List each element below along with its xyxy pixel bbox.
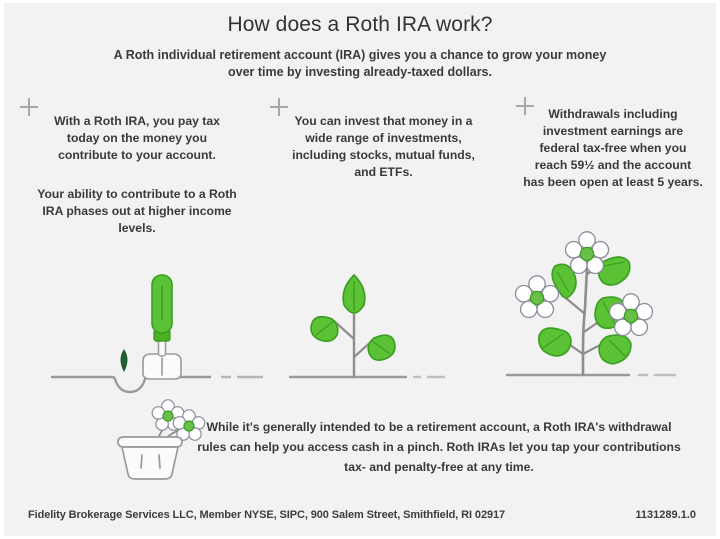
column-3-paragraph-1: Withdrawals including investment earning… [523, 107, 703, 189]
footer-disclosure: Fidelity Brokerage Services LLC, Member … [28, 509, 506, 521]
basket-body [121, 446, 179, 480]
leaf-upper-left-vein [556, 271, 570, 293]
flower-top [564, 231, 610, 275]
footer-doc-id: 1131289.1.0 [635, 509, 696, 521]
basket-slat-right [158, 454, 161, 469]
column-1-paragraph-1: With a Roth IRA, you pay tax today on th… [54, 114, 220, 162]
basket-slat-left [140, 454, 143, 469]
illustration-sprout-with-leaves [284, 265, 494, 387]
illustration-seed-and-trowel [44, 258, 284, 394]
leaf-top-right [597, 256, 631, 286]
bottom-paragraph: While it's generally intended to be a re… [197, 420, 681, 474]
illustration-basket-with-flowers [104, 396, 224, 488]
basket-rim [117, 436, 183, 448]
leaf-right-vein [371, 340, 391, 355]
seed-icon [120, 349, 128, 373]
page-title: How does a Roth IRA work? [227, 13, 493, 36]
stem-branch-left [332, 319, 356, 341]
leaf-lower-left-vein [542, 333, 564, 349]
leaf-lower-left [538, 327, 572, 357]
leaf-top-right-vein [602, 261, 626, 267]
ground-line [50, 375, 212, 394]
leaf-left-vein [315, 320, 335, 336]
stem [581, 266, 589, 377]
illustration-flowering-plant [499, 228, 714, 386]
plus-icon [20, 98, 38, 116]
flower-left [514, 275, 560, 319]
infographic-canvas: How does a Roth IRA work? A Roth individ… [4, 3, 716, 536]
leaf-lower-right-vein [608, 339, 626, 357]
plus-icon [516, 97, 534, 115]
plus-icon [270, 98, 288, 116]
column-1-paragraph-2: Your ability to contribute to a Roth IRA… [37, 187, 237, 235]
page-subtitle: A Roth individual retirement account (IR… [113, 48, 607, 79]
leaf-lower-right [598, 334, 632, 365]
column-2-paragraph-1: You can invest that money in a wide rang… [292, 114, 475, 179]
